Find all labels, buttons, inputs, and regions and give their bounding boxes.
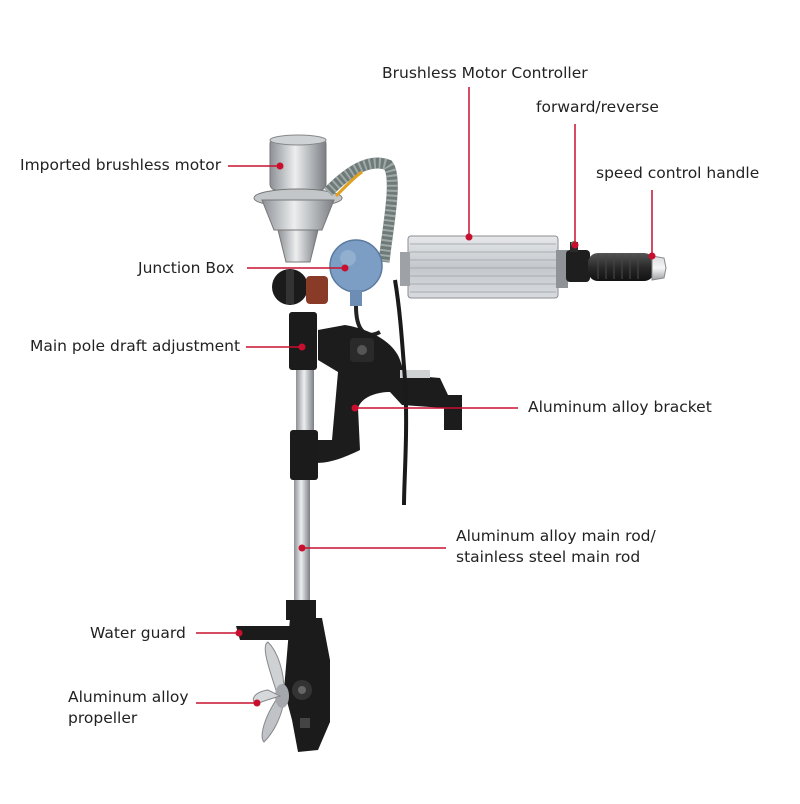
label-main-rod-line1: Aluminum alloy main rod/: [456, 527, 656, 545]
leader-junction-box-dot: [341, 264, 349, 272]
label-junction-box: Junction Box: [138, 259, 235, 277]
speed-handle: [566, 241, 667, 282]
label-draft-adjustment: Main pole draft adjustment: [30, 337, 241, 355]
leader-speed-handle-dot: [648, 252, 656, 260]
leader-water-guard-dot: [235, 629, 243, 637]
label-main-rod: Aluminum alloy main rod/ stainless steel…: [456, 526, 656, 568]
leader-propeller-dot: [253, 699, 261, 707]
leader-bracket-dot: [351, 404, 359, 412]
coiled-cable: [324, 157, 398, 263]
power-cable: [393, 279, 409, 506]
motor-controller: [400, 235, 568, 299]
label-main-rod-line2: stainless steel main rod: [456, 548, 641, 566]
propeller: [252, 641, 289, 743]
label-forward-reverse: forward/reverse: [536, 98, 659, 116]
junction-box: [329, 239, 383, 337]
leader-forward-reverse-dot: [571, 241, 579, 249]
leader-main-rod-dot: [298, 544, 306, 552]
water-guard-plate: [236, 626, 302, 640]
brushless-motor: [253, 134, 343, 263]
leader-draft-dot: [298, 343, 306, 351]
label-controller: Brushless Motor Controller: [382, 64, 588, 82]
clamp-knob: [272, 269, 328, 305]
leader-controller-dot: [465, 233, 473, 241]
aluminum-bracket: [312, 325, 462, 463]
label-propeller: Aluminum alloy propeller: [68, 687, 189, 729]
label-motor: Imported brushless motor: [20, 156, 222, 174]
label-bracket: Aluminum alloy bracket: [528, 398, 712, 416]
label-propeller-line1: Aluminum alloy: [68, 688, 189, 706]
main-pole: [286, 312, 318, 620]
label-speed-handle: speed control handle: [596, 164, 760, 182]
leader-motor-dot: [276, 162, 284, 170]
lower-unit: [284, 618, 330, 752]
label-water-guard: Water guard: [90, 624, 186, 642]
label-propeller-line2: propeller: [68, 709, 138, 727]
